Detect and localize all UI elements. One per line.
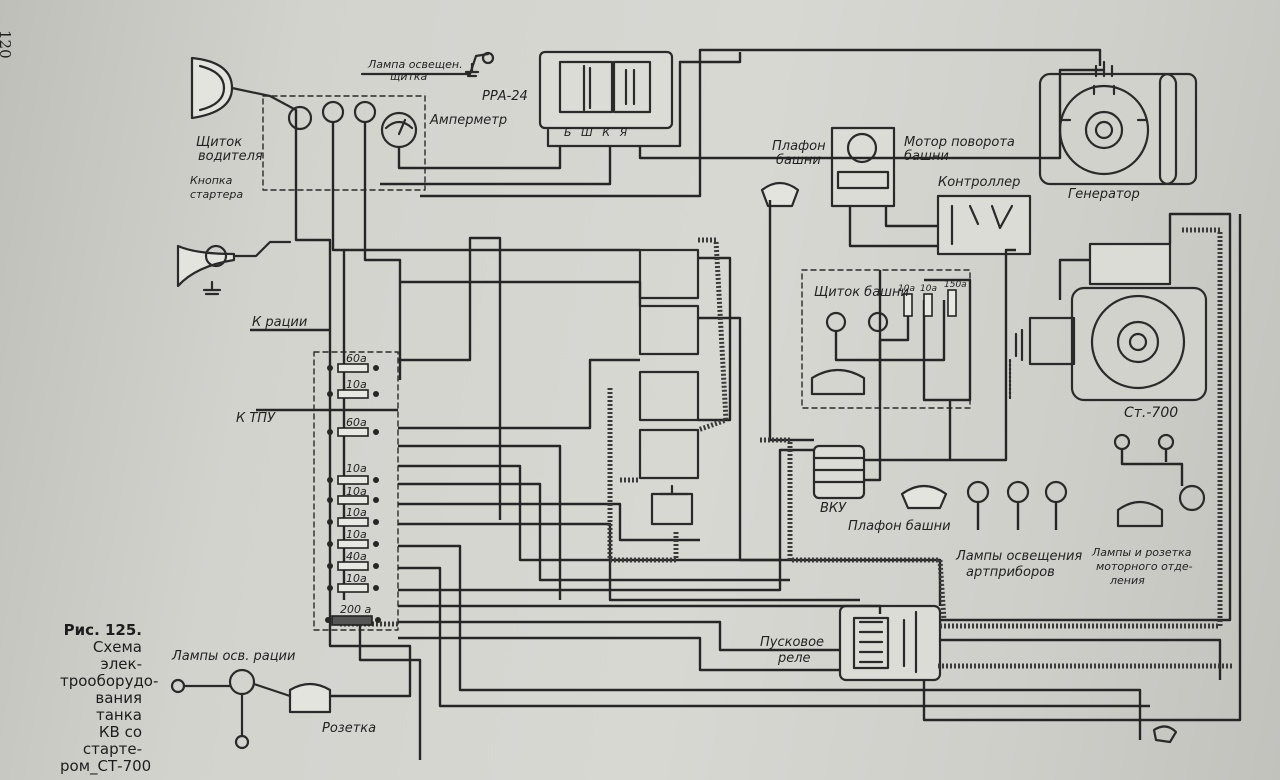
gauge-icon <box>353 100 377 124</box>
label-controller: Контроллер <box>938 175 1021 190</box>
label-turret-motor-2: башни <box>904 149 949 164</box>
battery-icon <box>638 370 700 422</box>
fuse-label: 10а <box>346 485 367 498</box>
label-generator: Генератор <box>1068 187 1140 202</box>
label-panel-lamp: Лампа освещен. <box>368 58 463 71</box>
generator-icon <box>1038 60 1198 186</box>
turret-lamp-2-icon <box>900 484 948 510</box>
ground-icon <box>464 62 480 78</box>
fuse-label: 60а <box>346 416 367 429</box>
figure-caption: Рис. 125. Схема элек- трооборудо- вания … <box>60 621 159 775</box>
battery-icon <box>638 428 700 480</box>
fuse-label: 60а <box>346 352 367 365</box>
fuse-label: 40а <box>346 550 367 563</box>
label-turret-panel: Щиток башни <box>814 285 910 300</box>
label-art-lamps: Лампы освещения <box>956 549 1083 564</box>
battery-icon <box>638 248 700 300</box>
vku-icon <box>812 444 866 500</box>
terminals <box>325 365 381 623</box>
label-turret-lamp-lower: Плафон башни <box>848 519 951 534</box>
wire-harness <box>250 48 1242 760</box>
gauge-icon <box>287 105 313 131</box>
battery-icon <box>638 304 700 356</box>
label-turret-lamp-2: башни <box>776 153 821 168</box>
headlight-icon <box>190 56 298 120</box>
turret-socket-icon <box>810 368 866 396</box>
label-engine-lamps-2: моторного отде- <box>1096 560 1193 573</box>
label-starter-relay-2: реле <box>778 651 811 666</box>
ground-lamp-icon <box>1152 725 1178 744</box>
radio-lamp-switch-icon <box>228 668 256 696</box>
label-starter-button: Кнопка <box>190 174 233 187</box>
fuse-label: 10а <box>346 378 367 391</box>
art-lamp-icon <box>1006 480 1030 504</box>
label-engine-lamps-3: ления <box>1110 574 1145 587</box>
fuse-label: 10а <box>346 572 367 585</box>
mass-switch-icon <box>650 492 694 526</box>
controller-icon <box>936 194 1032 256</box>
label-driver-panel-2: водителя <box>198 149 263 164</box>
fuses-row <box>331 289 957 626</box>
engine-lamp-icon <box>1157 433 1175 451</box>
turret-fuse-label: 10а <box>920 284 937 294</box>
engine-lamp-icon <box>1113 433 1131 451</box>
ammeter-icon <box>380 111 418 149</box>
label-ammeter: Амперметр <box>430 113 508 128</box>
fuse-label: 10а <box>346 528 367 541</box>
label-radio-lamps: Лампы осв. рации <box>172 649 296 664</box>
radio-lamp-icon <box>170 678 186 694</box>
label-rra-24: РРА-24 <box>482 89 528 104</box>
engine-socket-icon <box>1116 500 1164 528</box>
label-driver-panel: Щиток <box>196 135 243 150</box>
turret-motor-icon <box>830 126 896 208</box>
label-relay-terminals: Б Ш К Я <box>564 126 631 139</box>
shielded-cables <box>340 227 1232 669</box>
label-starter-relay: Пусковое <box>760 635 825 650</box>
label-panel-lamp-2: щитка <box>390 70 428 83</box>
label-to-tpu: К ТПУ <box>236 411 275 426</box>
caption-figure: Рис. 125. <box>63 621 142 639</box>
turret-fuse-label: 10а <box>898 284 915 294</box>
caption-line: Схема элек- <box>92 638 142 673</box>
driver-panel-box <box>262 95 426 191</box>
caption-line: трооборудо- <box>60 672 159 690</box>
turret-fuse-label: 150а <box>944 280 967 290</box>
fuse-label: 10а <box>346 462 367 475</box>
caption-line: КВ со старте- <box>82 723 142 758</box>
label-to-radio: К рации <box>252 315 308 330</box>
label-engine-lamps: Лампы и розетка <box>1092 546 1192 559</box>
label-vku: ВКУ <box>820 501 847 516</box>
art-lamp-icon <box>966 480 990 504</box>
horn-icon <box>176 240 292 296</box>
label-starter-button-2: стартера <box>190 188 244 201</box>
label-art-lamps-2: артприборов <box>966 565 1055 580</box>
rra-relay-icon <box>538 50 682 148</box>
radio-lamp-icon <box>234 734 250 750</box>
starter-st700-icon <box>1008 242 1208 402</box>
turret-gauge-icon <box>825 311 847 333</box>
gauge-icon <box>321 100 345 124</box>
fuse-block-box <box>313 351 399 631</box>
label-turret-motor: Мотор поворота <box>904 135 1015 150</box>
art-lamp-icon <box>1044 480 1068 504</box>
caption-line: ром_СТ-700 <box>60 757 152 775</box>
turret-gauge-icon <box>867 311 889 333</box>
caption-line: вания танка <box>95 689 142 724</box>
turret-lamp-icon <box>760 181 800 208</box>
engine-switch-icon <box>1178 484 1206 512</box>
label-socket: Розетка <box>322 721 377 736</box>
fuse-label: 10а <box>346 506 367 519</box>
label-st700: Ст.-700 <box>1124 405 1179 421</box>
label-turret-lamp: Плафон <box>772 139 826 154</box>
page-number: 120 <box>0 30 14 59</box>
fuse-label: 200 а <box>340 603 372 616</box>
panel-lamp-icon <box>481 51 495 65</box>
socket-icon <box>288 682 332 714</box>
starter-relay-icon <box>838 604 942 682</box>
